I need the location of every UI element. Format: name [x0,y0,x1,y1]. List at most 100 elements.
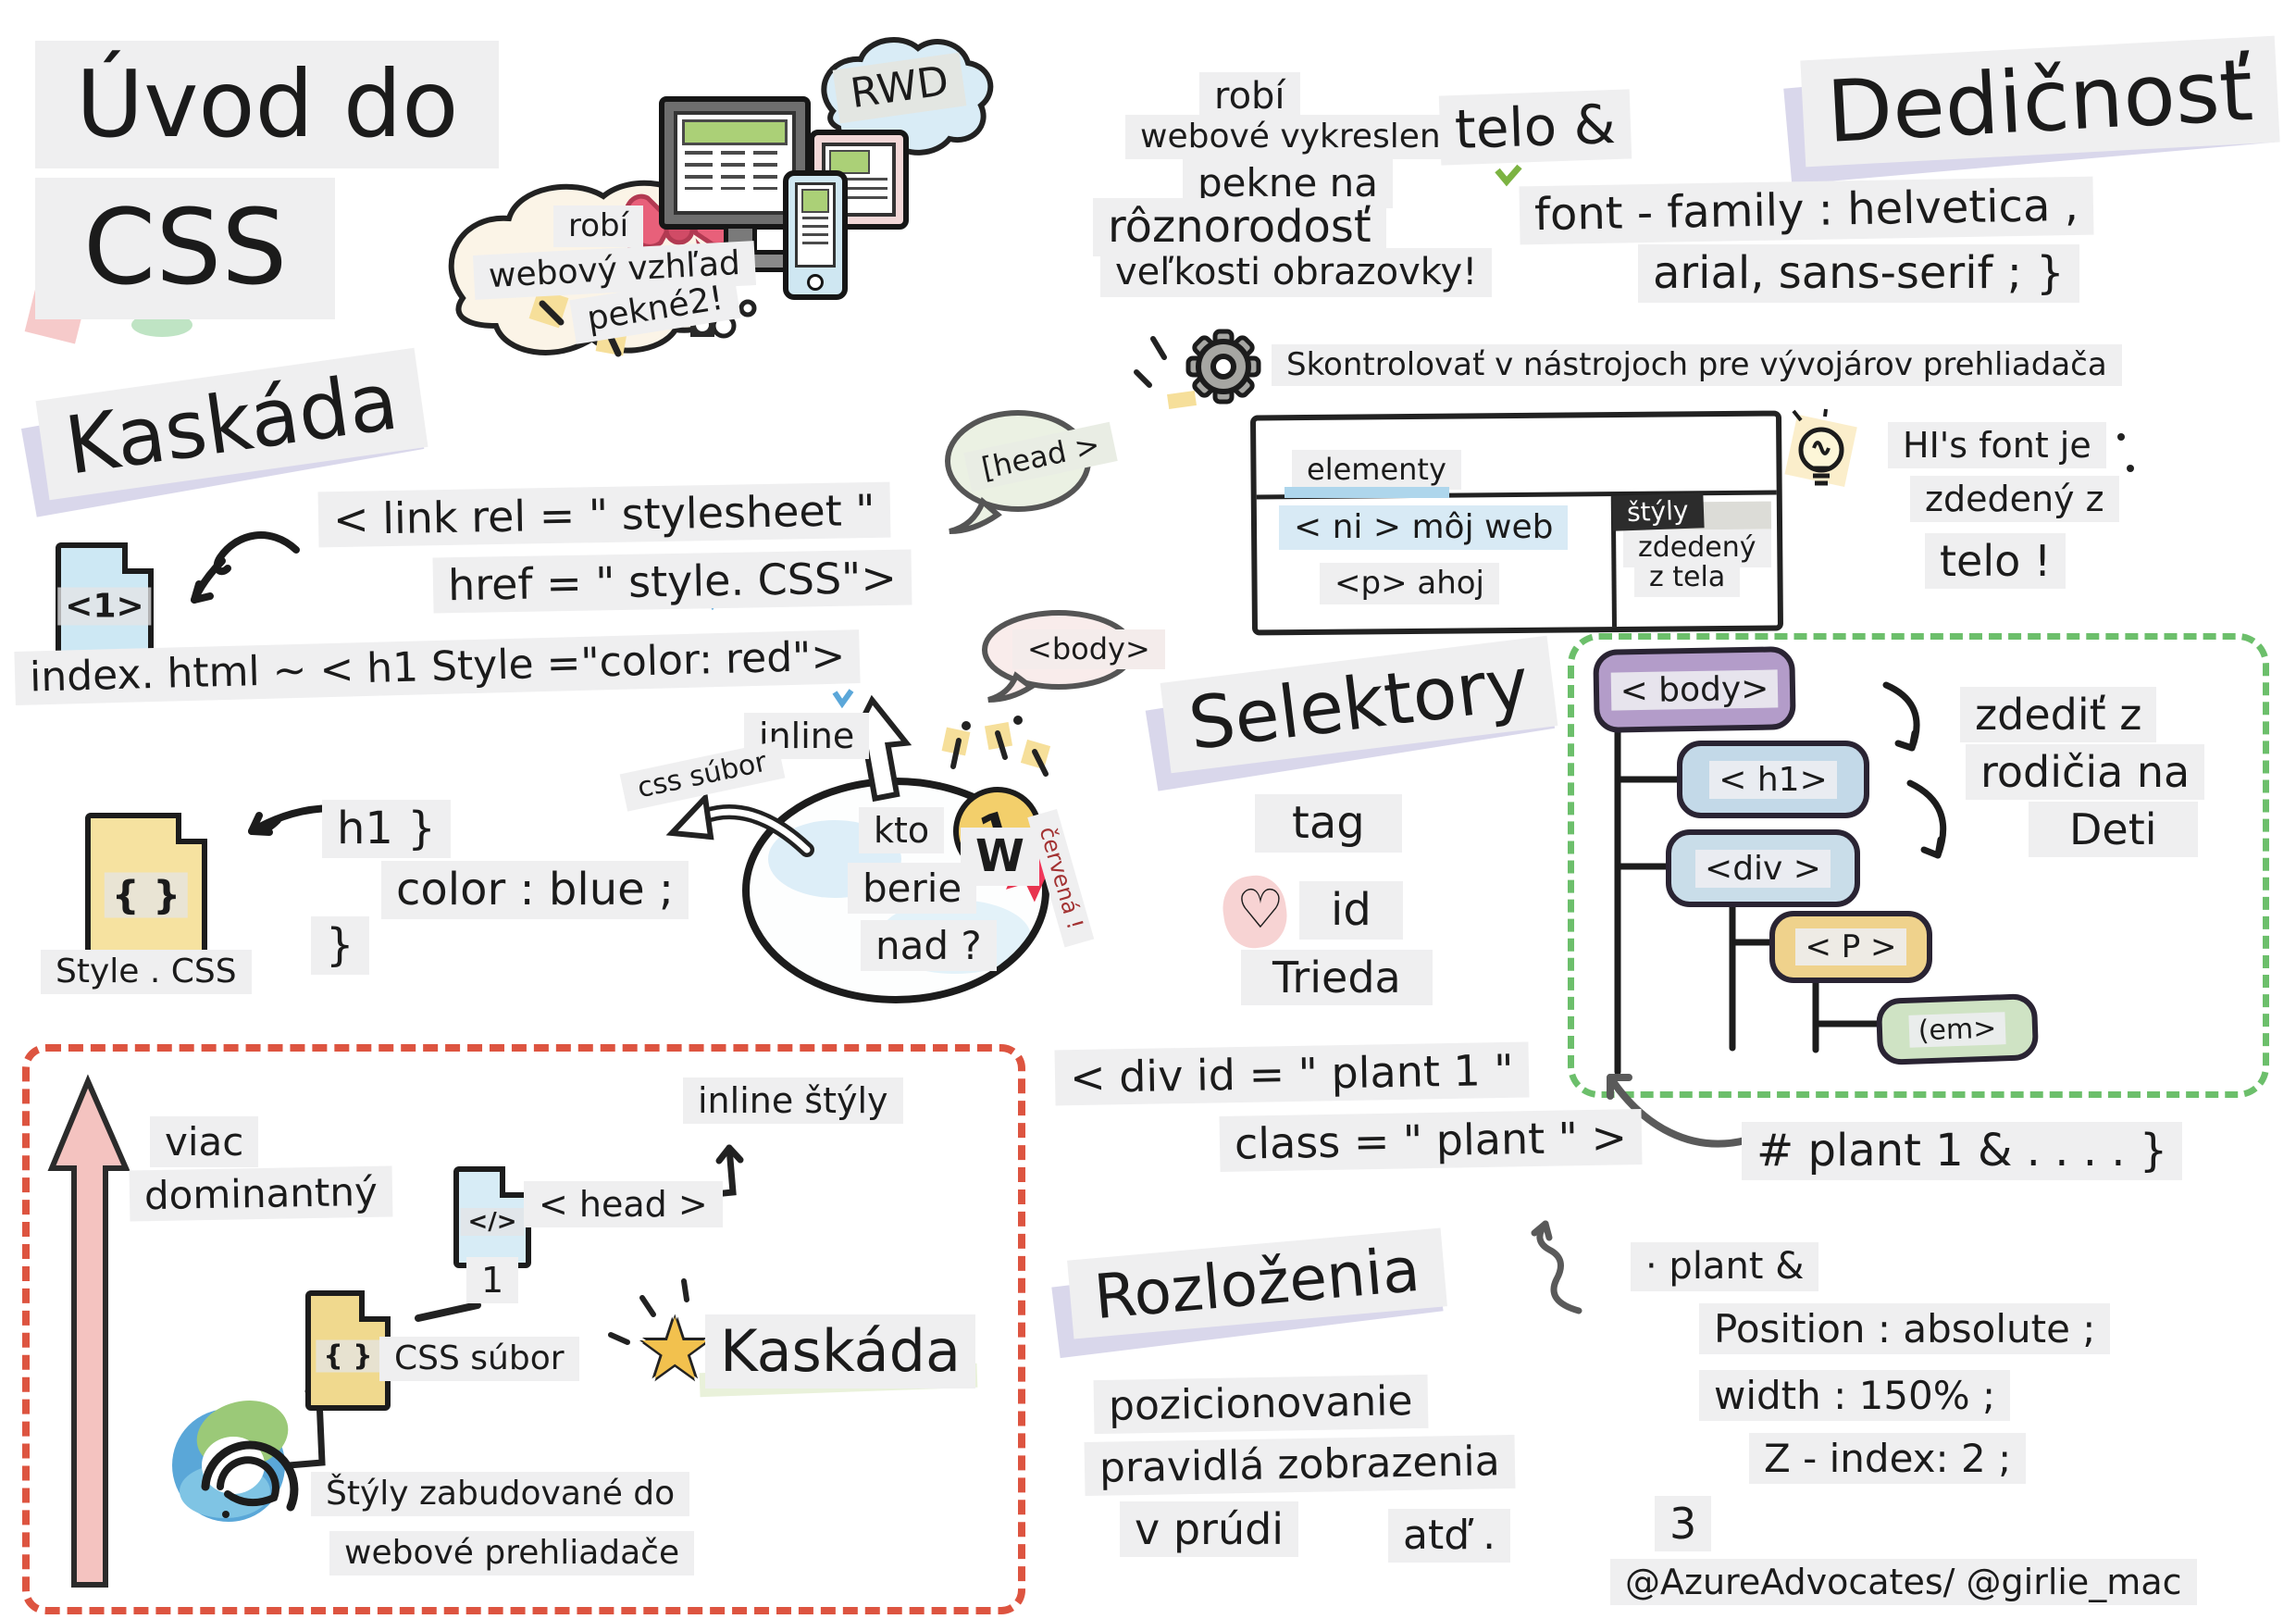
head-tag-label: < head > [524,1181,723,1228]
who-takes-1: kto [859,807,945,854]
winner-w-label: W [961,828,1039,886]
tree-node-body: < body> [1593,646,1796,733]
tree-node-p-label: < P > [1795,928,1906,965]
medal-sparks [941,716,1051,777]
heading-kaskada: Kaskáda [20,347,428,517]
monitor-screen [674,111,796,215]
more-dominant-2: dominantný [129,1165,393,1222]
more-dominant-1: viac [150,1116,259,1168]
heart-icon: ♡ [1236,878,1285,940]
css-subor-label: css súbor [619,741,785,812]
bulb-note-3: telo ! [1925,533,2066,590]
style-css-filename: Style . CSS [41,950,252,994]
inherit-note-1: zdediť z [1960,687,2157,743]
heading-dedicnost: Dedičnosť [1783,35,2280,184]
bulb-dot1 [2117,433,2125,441]
arrow-css-file [665,791,814,857]
plant-rule-position: Position : absolute ; [1699,1303,2111,1355]
inherit-note-3: Deti [2029,802,2198,858]
rwd-text-1: robí [1199,72,1300,121]
tree-node-h1: < h1> [1677,741,1869,818]
tree-node-p: < P > [1769,911,1932,983]
css-file-small-icon: { } [305,1290,391,1411]
who-takes-3: nad ? [861,920,997,972]
styles-inherited-label: zdedený [1623,529,1771,567]
monitor-text-lines [685,151,785,190]
edge-browser-icon [165,1390,300,1537]
styles-from-body-label: z tela [1634,559,1741,597]
rwd-text-4: rôznorodosť [1093,198,1386,256]
layout-line-1: pozicionovanie [1093,1374,1428,1434]
layout-line-2: pravidlá zobrazenia [1084,1434,1516,1496]
tree-node-em: (em> [1875,992,2040,1066]
font-family-code-1: font - family : helvetica , [1519,176,2094,244]
style-css-file-icon: { } [85,813,207,963]
credit-handle: @AzureAdvocates/ @girlie_mac [1610,1559,2197,1606]
inheritance-tree-dashed-box [1568,633,2269,1098]
devtools-row-ahoj[interactable]: <p> ahoj [1320,563,1499,605]
selector-class: Trieda [1241,950,1433,1006]
layout-line-3: v prúdi [1120,1501,1299,1558]
plant-rule-zindex: Z - index: 2 ; [1749,1433,2027,1485]
plant-rule-width: width : 150% ; [1699,1370,2011,1422]
tree-node-div: <div > [1666,829,1860,907]
html-file-badge: <1> [57,587,152,626]
tree-node-div-label: <div > [1695,849,1831,888]
braces-glyph: { } [316,1339,380,1373]
gear-sparks [1134,336,1197,410]
code-glyph: </> [460,1207,525,1236]
tab-elements[interactable]: elementy [1292,450,1461,491]
html-file-icon: <1> [56,542,154,659]
blue-chevron-2 [832,689,854,709]
selector-id: id [1299,881,1403,940]
heading-rozlozenia: Rozloženia [1051,1227,1447,1358]
plant-rule-close: 3 [1655,1496,1712,1552]
inline-styles-label: inline štýly [683,1077,903,1125]
phone-icon [783,170,848,300]
div-id-code-1: < div id = " plant 1 " [1054,1041,1530,1106]
file-fold [122,542,154,574]
file-fold [176,813,207,844]
head-bubble-label: [head > [963,421,1119,492]
browser-styles-2: webové prehliadače [329,1531,695,1575]
page-title-line1: Úvod do [35,41,500,168]
div-id-code-2: class = " plant " > [1219,1109,1643,1173]
green-check-mark [1495,164,1522,187]
layout-line-4: atď . [1388,1509,1511,1563]
telo-label: telo & [1438,89,1632,166]
rwd-text-5: veľkosti obrazovky! [1100,248,1493,297]
page-title-line2: CSS [35,178,336,319]
css-rule-color: color : blue ; [381,861,689,919]
rwd-text-2: webové vykreslenie [1125,115,1485,159]
tree-node-body-label: < body> [1610,668,1779,711]
tab-styles[interactable]: štýly [1611,492,1705,531]
browser-styles-1: Štýly zabudované do [311,1472,690,1516]
gear-icon [1185,329,1261,405]
css-rule-close: } [311,916,369,975]
bulb-note-1: HI's font je [1888,422,2106,469]
devtools-row-myweb[interactable]: < ni > môj web [1279,505,1569,550]
arrow-squiggle-plant [1531,1220,1582,1314]
order-number-1: 1 [466,1257,519,1304]
css-rule-h1: h1 } [322,800,451,858]
bulb-dot2 [2127,465,2134,472]
file-fold [359,1290,391,1322]
priority-dashed-box [22,1044,1025,1614]
font-family-code-2: arial, sans-serif ; } [1638,244,2079,303]
css-file-label: CSS súbor [379,1337,579,1381]
plant-rule-head: · plant & [1631,1242,1819,1291]
lightbulb-icon [1784,408,1857,487]
link-code-1: < link rel = " stylesheet " [317,481,891,548]
arrow-link-to-file [191,531,300,604]
bulb-note-2: zdedený z [1910,476,2119,523]
devtools-tip: Skontrolovať v nástrojoch pre vývojárov … [1272,344,2122,387]
id-selector-code: # plant 1 & . . . . } [1742,1122,2183,1180]
cascade-star-label: Kaskáda [705,1314,976,1389]
heading-selektory: Selektory [1145,635,1558,791]
selector-tag: tag [1255,794,1402,853]
heading-rozlozenia-text: Rozloženia [1067,1227,1447,1339]
link-code-2: href = " style. CSS"> [432,549,912,614]
tree-node-em-label: (em> [1908,1011,2006,1048]
phone-home-button [807,274,824,291]
